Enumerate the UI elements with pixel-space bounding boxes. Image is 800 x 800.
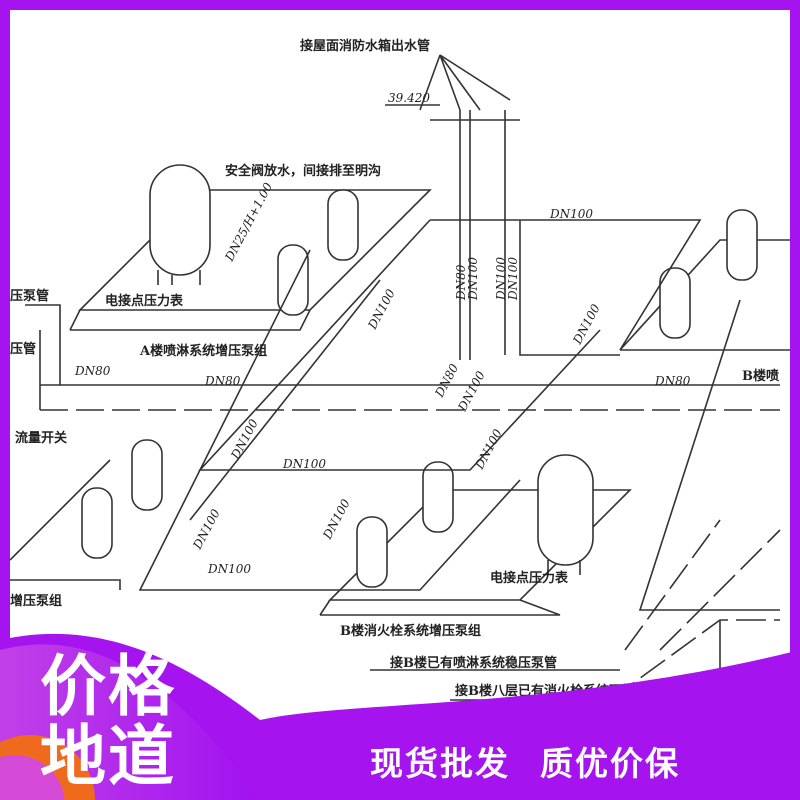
- label-group-b-hydrant: B楼消火栓系统增压泵组: [340, 623, 481, 639]
- platform-left: [10, 459, 121, 590]
- label-flow-switch: 流量开关: [15, 430, 67, 446]
- pipe-size: DN80: [654, 374, 691, 388]
- tank-a-legs: [157, 270, 201, 285]
- pipe-size: DN100: [207, 562, 251, 576]
- pumps: [81, 189, 758, 588]
- label-pressure-gauge-b: 电接点压力表: [490, 570, 569, 586]
- pipe-size: DN100: [506, 257, 520, 301]
- slogan-quality: 质优价保: [540, 744, 680, 783]
- tank-b-legs: [547, 560, 581, 575]
- label-drain-spec: DN25/H+1.00: [222, 180, 276, 264]
- label-connect-b-sprinkler: 接B楼已有喷淋系统稳压泵管: [390, 655, 557, 671]
- platform-b-sprinkler: [619, 239, 790, 351]
- pipe-size: DN100: [365, 287, 398, 333]
- label-pressure-gauge-a: 电接点压力表: [105, 293, 184, 309]
- label-group-left: 增压泵组: [10, 593, 62, 609]
- pipe-size: DN100: [228, 417, 261, 463]
- pipe-system-diagram: [10, 54, 790, 701]
- pipe-size: DN100: [570, 302, 603, 348]
- pipe-size: DN100: [320, 497, 353, 543]
- pipe-size: DN100: [472, 427, 505, 473]
- label-safety-valve: 安全阀放水，间接排至明沟: [225, 163, 381, 179]
- headline-line2: 地道: [40, 718, 176, 795]
- pipe-size: DN100: [282, 457, 326, 471]
- pipe-size: DN100: [455, 369, 488, 415]
- pipe-size: DN80: [204, 374, 241, 388]
- label-roof-tank-outlet: 接屋面消防水箱出水管: [300, 38, 430, 54]
- pipe-size: DN100: [466, 257, 480, 301]
- label-group-a-sprinkler: A楼喷淋系统增压泵组: [139, 343, 267, 359]
- pressure-tank-a: [149, 164, 211, 276]
- pipes: [25, 54, 781, 701]
- label-pump-pipe: 压泵管: [10, 288, 49, 304]
- label-connect-b-hydrant: 接B楼八层已有消火栓系统环管: [455, 683, 635, 699]
- slogan-wholesale: 现货批发: [370, 744, 510, 783]
- pipe-size: DN100: [494, 257, 508, 301]
- label-group-b-partial: B楼喷: [742, 368, 779, 384]
- pipe-size: DN100: [190, 507, 223, 553]
- pressure-tank-b: [537, 454, 594, 566]
- pipe-size: DN80: [74, 364, 111, 378]
- label-elevation: 39.420: [388, 91, 430, 105]
- pipe-size: DN80: [432, 361, 462, 400]
- slogan: 现货批发质优价保: [370, 742, 710, 786]
- pipe-size: DN100: [549, 207, 593, 221]
- pipe-size: DN80: [454, 264, 468, 301]
- headline-line1: 价格: [40, 648, 176, 725]
- platform-b-hydrant: [319, 489, 632, 616]
- label-pressure-pipe: 压管: [10, 341, 36, 357]
